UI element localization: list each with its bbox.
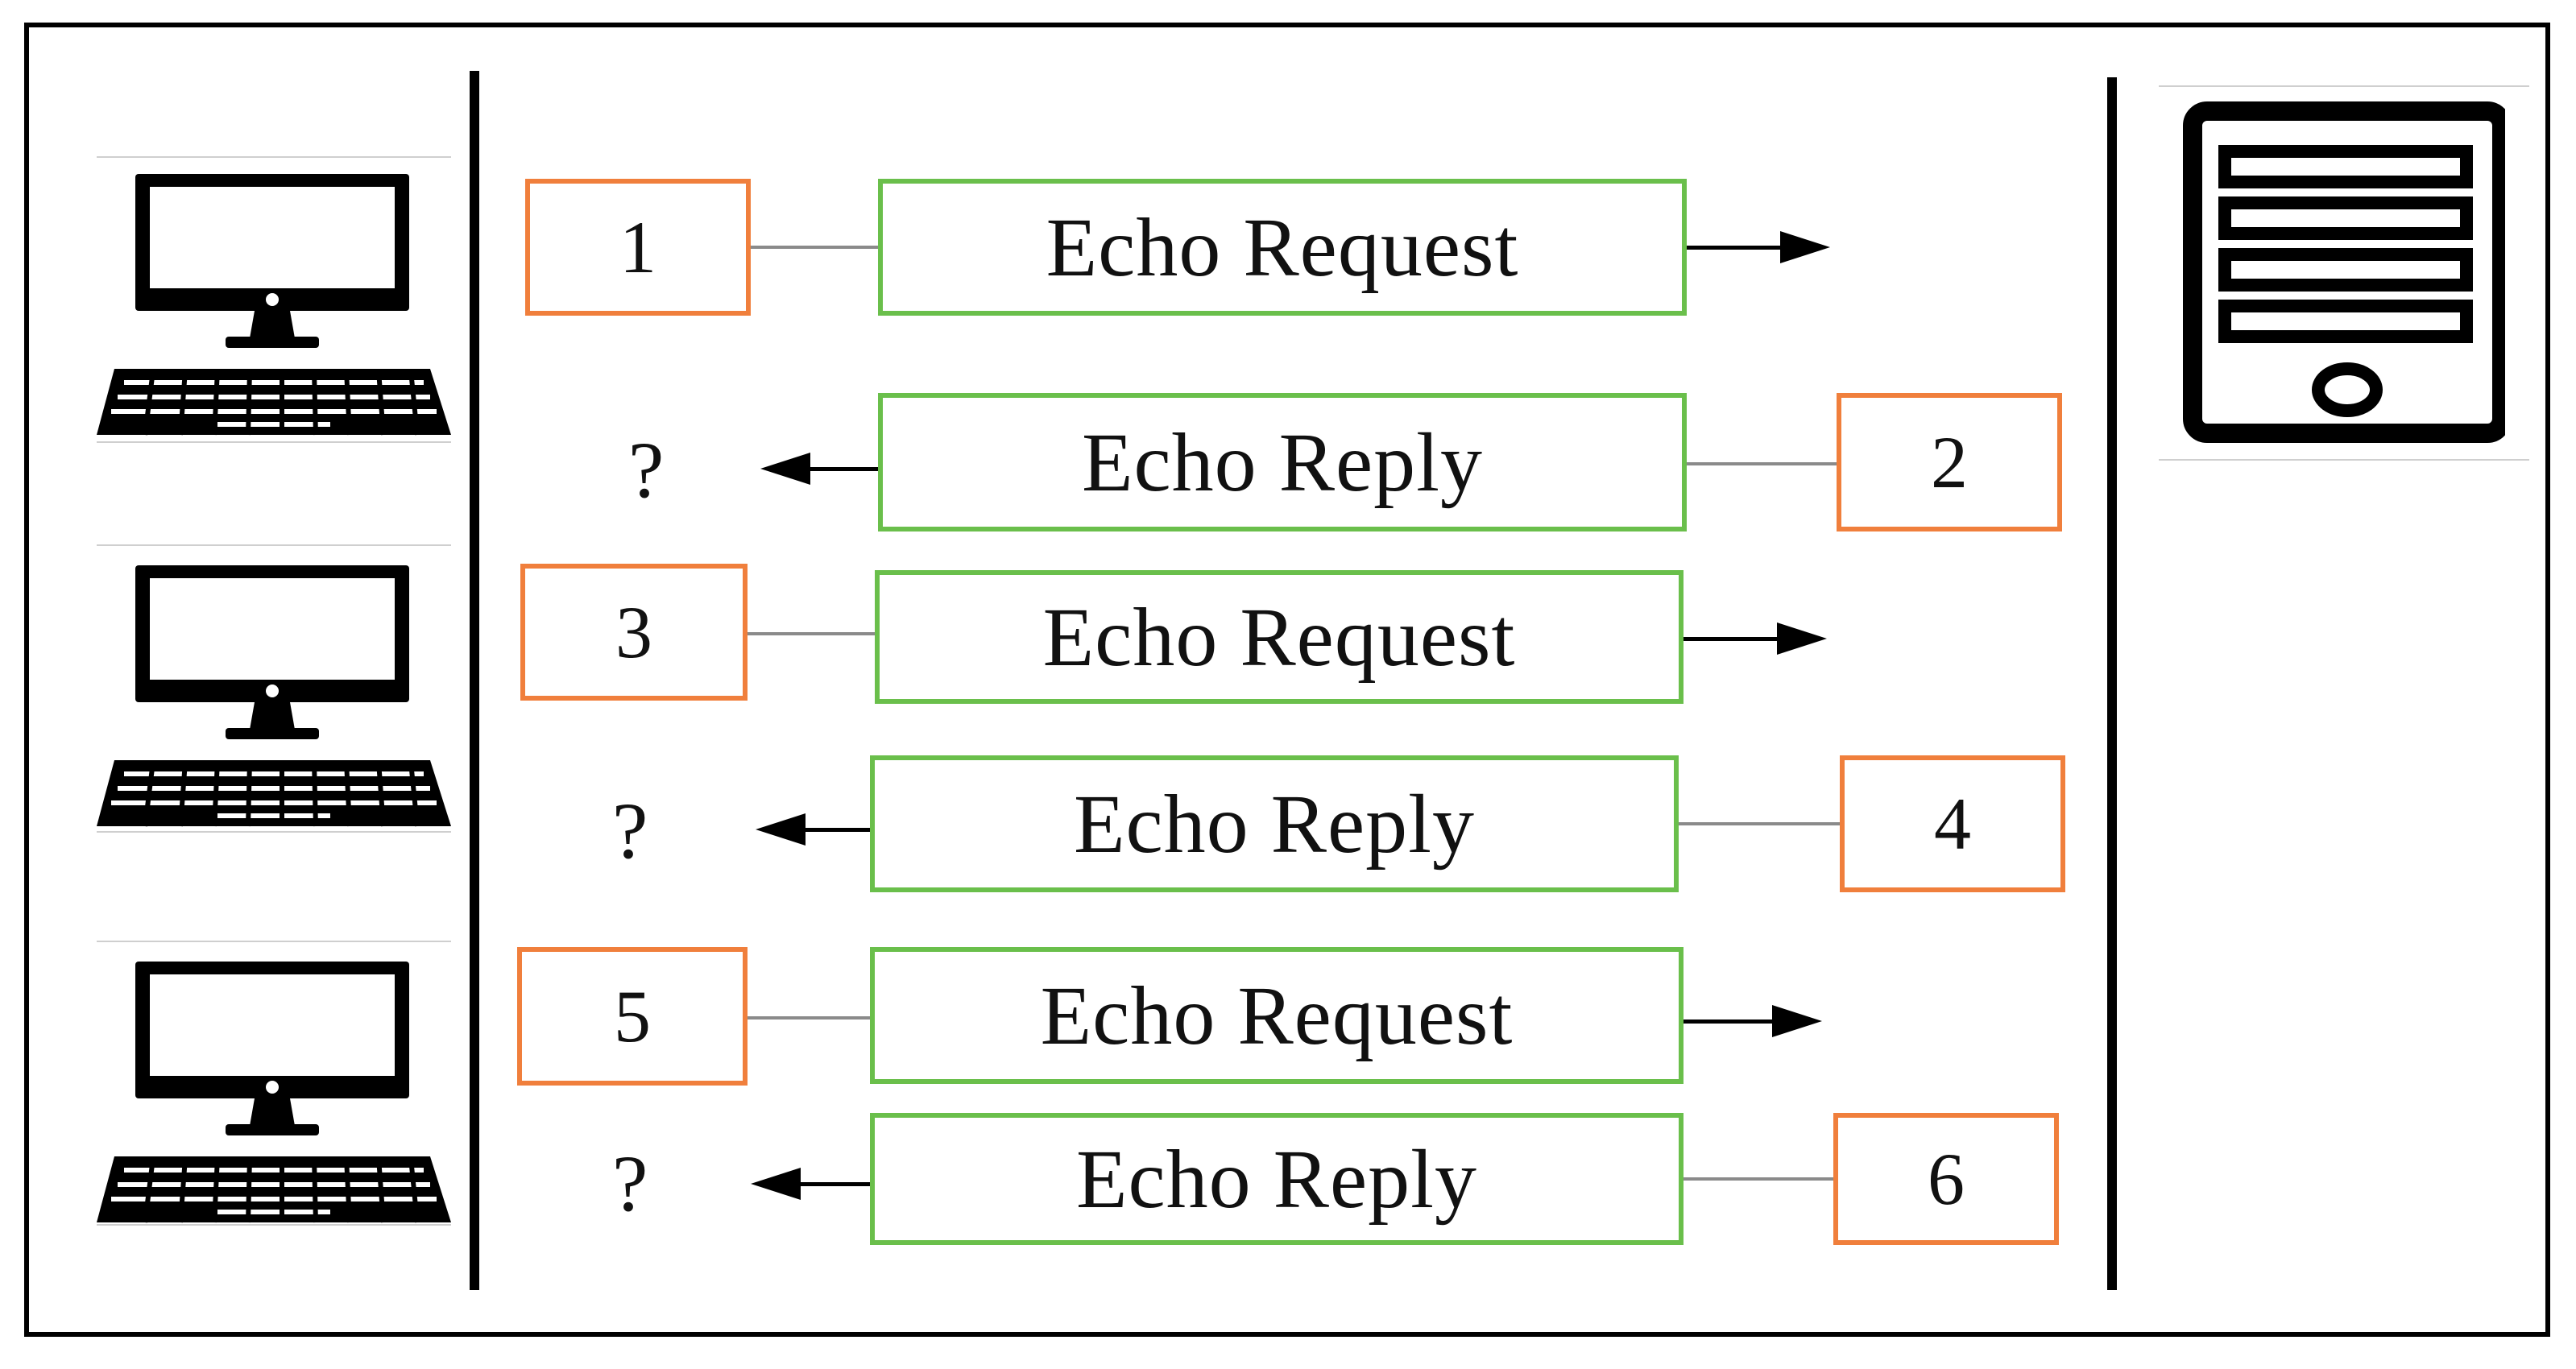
server [2159,85,2529,464]
arrow-right-icon [1777,622,1827,655]
connector-line [748,632,875,635]
client-computer-3 [97,941,467,1237]
unknown-result: ? [612,786,648,875]
arrow-shaft [801,828,873,832]
step-number: 4 [1934,783,1971,865]
divider [97,441,451,443]
connector-line [1684,1177,1833,1181]
client-lifeline [470,71,479,1290]
echo-reply-box: Echo Reply [870,755,1679,892]
step-number-box: 5 [517,947,748,1086]
server-tower-icon [2183,101,2505,443]
step-number: 3 [615,591,652,673]
step-number-box: 3 [520,564,748,701]
echo-request-box: Echo Request [878,179,1687,316]
arrow-right-icon [1772,1005,1822,1037]
echo-request-box: Echo Request [875,570,1684,704]
step-number-box: 4 [1840,755,2065,892]
arrow-left-icon [760,453,810,485]
divider [2159,85,2529,87]
unknown-result: ? [612,1139,648,1228]
unknown-result: ? [628,425,665,515]
arrow-shaft [806,467,878,471]
connector-line [748,1016,870,1020]
arrow-right-icon [1780,231,1830,263]
divider [2159,459,2529,461]
echo-reply-box: Echo Reply [870,1113,1684,1245]
message-label: Echo Request [1040,969,1514,1062]
step-number: 1 [619,206,656,288]
arrow-shaft [796,1182,870,1186]
step-number-box: 1 [525,179,751,316]
divider [97,941,451,942]
echo-request-box: Echo Request [870,947,1684,1084]
desktop-computer-icon [97,174,451,436]
step-number: 2 [1931,421,1968,503]
arrow-left-icon [756,813,806,846]
desktop-computer-icon [97,565,451,827]
desktop-computer-icon [97,962,451,1223]
arrow-left-icon [751,1168,801,1200]
connector-line [751,246,878,249]
arrow-shaft [1684,1020,1777,1024]
divider [97,831,451,833]
connector-line [1679,822,1840,825]
step-number-box: 6 [1833,1113,2059,1245]
step-number: 6 [1928,1138,1965,1220]
divider [97,544,451,546]
message-label: Echo Reply [1081,416,1484,509]
message-label: Echo Reply [1075,1132,1478,1226]
step-number-box: 2 [1837,393,2062,531]
connector-line [1687,462,1837,465]
divider [97,156,451,158]
arrow-shaft [1684,637,1780,641]
client-computer-1 [97,153,467,449]
message-label: Echo Reply [1073,777,1476,871]
client-computer-2 [97,544,467,841]
step-number: 5 [614,975,651,1057]
message-label: Echo Request [1046,201,1519,294]
echo-reply-box: Echo Reply [878,393,1687,531]
server-lifeline [2107,77,2117,1290]
arrow-shaft [1687,246,1783,250]
divider [97,1224,451,1226]
message-label: Echo Request [1042,590,1516,684]
